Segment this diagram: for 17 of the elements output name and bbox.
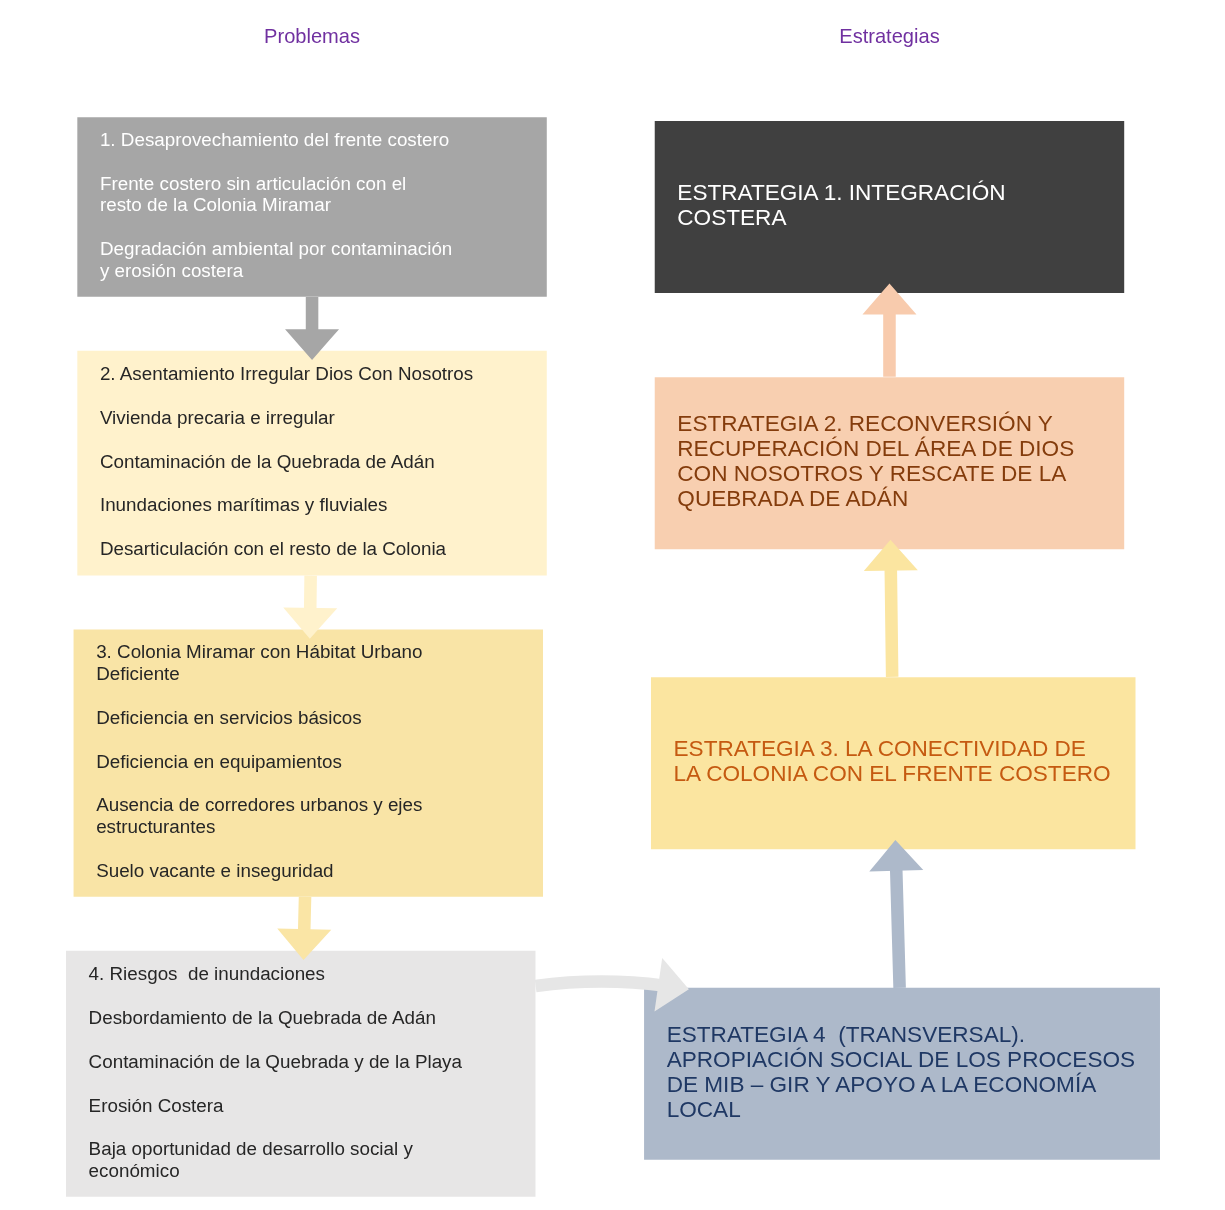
arrow bbox=[868, 839, 923, 988]
node-box: 2. Asentamiento Irregular Dios Con Nosotros Vivienda precaria e irregular Contaminación de la Quebrada de Adán Inundaciones marítimas y fluviales Desarticulación con el resto de la Colonia bbox=[76, 350, 547, 576]
arrow bbox=[534, 958, 689, 1012]
node-box: 4. Riesgos de inundaciones Desbordamiento de la Quebrada de Adán Contaminación de la Quebrada y de la Playa Erosión Costera Baja oportunidad de desarrollo social y económico bbox=[65, 950, 535, 1197]
node-box: 3. Colonia Miramar con Hábitat Urbano Deficiente Deficiencia en servicios básicos Deficiencia en equipamientos Ausencia de corredores urbanos y ejes estructurantes Suelo vacante e inseguridad bbox=[73, 629, 543, 897]
arrow bbox=[276, 896, 331, 960]
arrow bbox=[284, 297, 339, 361]
node-box: ESTRATEGIA 4 (TRANSVERSAL). APROPIACIÓN SOCIAL DE LOS PROCESOS DE MIB – GIR Y APOYO A LA ECONOMÍA LOCAL bbox=[643, 987, 1160, 1160]
node-box: ESTRATEGIA 1. INTEGRACIÓN COSTERA bbox=[654, 121, 1124, 294]
node-box: 1. Desaprovechamiento del frente costero Frente costero sin articulación con el resto de la Colonia Miramar Degradación ambiental por contaminación y erosión costera bbox=[76, 117, 547, 297]
arrow bbox=[282, 575, 337, 639]
node-box: ESTRATEGIA 2. RECONVERSIÓN Y RECUPERACIÓN DEL ÁREA DE DIOS CON NOSOTROS Y RESCATE DE LA QUEBRADA DE ADÁN bbox=[654, 377, 1124, 550]
arrow bbox=[861, 283, 916, 377]
node-box: ESTRATEGIA 3. LA CONECTIVIDAD DE LA COLONIA CON EL FRENTE COSTERO bbox=[650, 677, 1135, 850]
arrow bbox=[863, 539, 918, 678]
label: Estrategias bbox=[838, 25, 940, 48]
label: Problemas bbox=[263, 25, 360, 48]
